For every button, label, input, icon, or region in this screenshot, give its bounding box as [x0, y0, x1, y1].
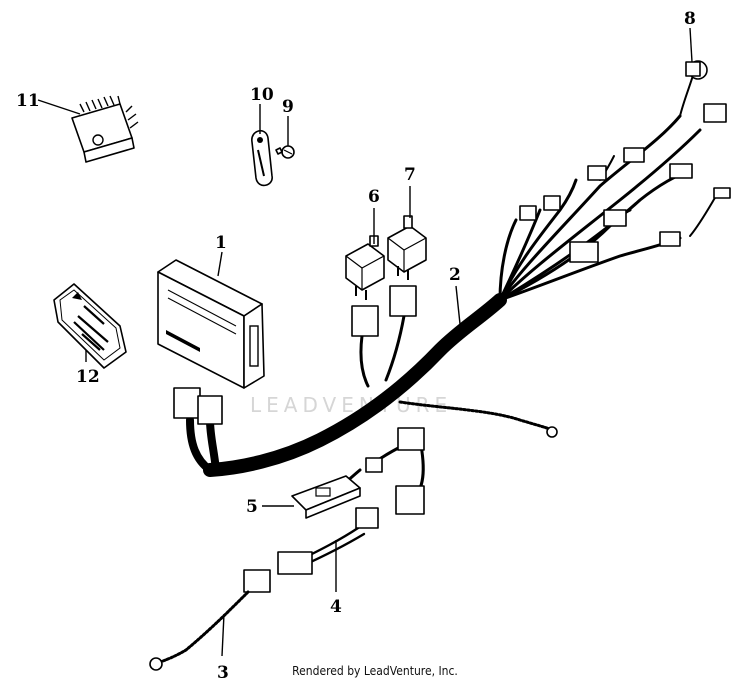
credit-line: Rendered by LeadVenture, Inc.	[292, 664, 458, 678]
svg-text:9: 9	[282, 97, 294, 117]
svg-text:5: 5	[246, 497, 258, 517]
svg-text:8: 8	[684, 9, 696, 29]
callout-5: 5	[246, 497, 294, 517]
part-2-main-harness	[173, 71, 731, 515]
callout-3: 3	[217, 613, 229, 683]
svg-text:6: 6	[368, 187, 380, 207]
callout-6: 6	[368, 187, 380, 244]
svg-text:4: 4	[330, 597, 342, 617]
svg-text:10: 10	[250, 85, 274, 105]
part-11-terminal-strip	[71, 95, 139, 163]
svg-text:12: 12	[76, 367, 100, 387]
part-7-relay	[387, 215, 427, 280]
svg-text:3: 3	[217, 663, 229, 683]
part-9-screw	[275, 145, 295, 159]
callout-8: 8	[684, 9, 696, 63]
part-6-relay	[345, 235, 385, 300]
callout-labels: 1 2 3 4 5 6 7 8	[16, 9, 696, 683]
part-8-sensor-connector	[685, 60, 708, 80]
svg-text:2: 2	[449, 265, 461, 285]
callout-2: 2	[449, 265, 461, 325]
callout-9: 9	[282, 97, 294, 146]
part-3-ground-lead	[149, 590, 250, 671]
callout-4: 4	[330, 540, 342, 617]
callout-11: 11	[16, 91, 81, 115]
callout-12: 12	[76, 350, 100, 387]
callout-10: 10	[250, 85, 274, 134]
part-4-sub-harness	[243, 507, 379, 593]
callout-7: 7	[404, 165, 416, 218]
part-1-control-unit	[157, 259, 265, 389]
part-10-bracket	[251, 130, 273, 187]
part-12-warning-label	[53, 283, 127, 369]
part-5-fuse-holder	[291, 475, 361, 519]
svg-text:11: 11	[16, 91, 40, 111]
svg-text:1: 1	[215, 233, 227, 253]
callout-1: 1	[215, 233, 227, 277]
svg-text:7: 7	[404, 165, 416, 185]
